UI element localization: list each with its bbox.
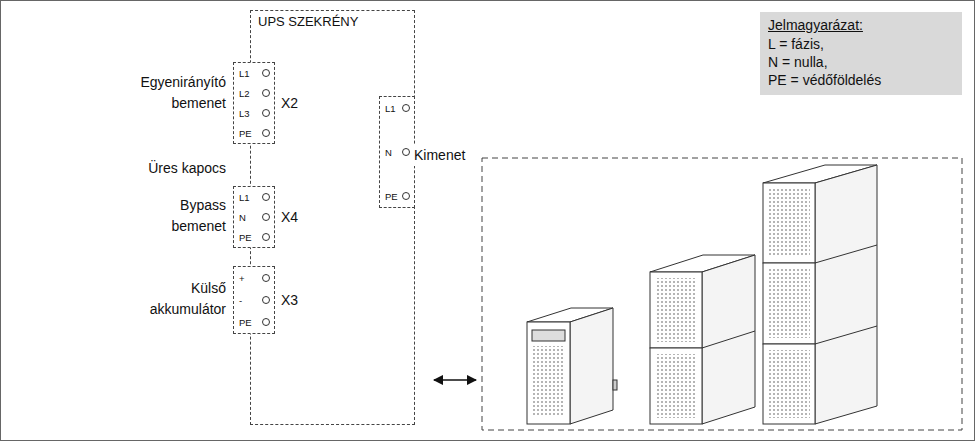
terminal-name: L3 (239, 108, 250, 119)
legend-entry: L = fázis, (768, 35, 954, 53)
terminal-name: PE (239, 128, 252, 139)
legend-entry: PE = védőföldelés (768, 71, 954, 89)
terminal-screw (262, 129, 270, 137)
terminal-label: Üres kapocs (148, 158, 226, 179)
terminal-block-id: X4 (281, 209, 298, 225)
output-label: Kimenet (411, 145, 468, 166)
terminal-screw (262, 296, 270, 304)
terminal-screw (262, 274, 270, 282)
terminal-block: L1L2L3PEX2 (233, 62, 275, 144)
terminal-name: PE (239, 317, 252, 328)
terminal-name: L1 (385, 103, 396, 114)
terminal-row: + (234, 267, 274, 289)
terminal-row: L1 (234, 187, 274, 207)
terminal-row: PE (380, 189, 414, 203)
terminal-name: L2 (239, 88, 250, 99)
terminal-name: N (385, 147, 392, 158)
terminal-name: PE (385, 191, 398, 202)
terminal-screw (402, 148, 410, 156)
terminal-name: PE (239, 232, 252, 243)
input-label: Egyenirányító bemenet (140, 72, 226, 114)
terminal-screw (402, 104, 410, 112)
cabinet-title: UPS SZEKRÉNY (258, 14, 358, 29)
terminal-block: +-PEX3 (233, 266, 275, 334)
terminal-screw (262, 89, 270, 97)
terminal-row: L3 (234, 103, 274, 123)
terminal-screw (262, 69, 270, 77)
terminal-row: PE (234, 227, 274, 247)
ups-tower-double (650, 255, 755, 424)
legend-title: Jelmagyarázat: (768, 16, 954, 34)
legend-entry: N = nulla, (768, 53, 954, 71)
terminal-name: + (239, 273, 245, 284)
ups-tower-single (527, 308, 617, 424)
terminal-name: - (239, 295, 242, 306)
terminal-screw (262, 193, 270, 201)
terminal-name: L1 (239, 68, 250, 79)
terminal-row: L1 (234, 63, 274, 83)
terminal-screw (402, 192, 410, 200)
terminal-block-id: X2 (281, 95, 298, 111)
input-label: Külső akkumulátor (150, 278, 226, 320)
terminal-name: N (239, 212, 246, 223)
terminal-row: - (234, 289, 274, 311)
ups-tower-triple (763, 165, 877, 424)
terminal-row: PE (234, 123, 274, 143)
terminal-row: PE (234, 311, 274, 333)
terminal-block-id: X3 (281, 292, 298, 308)
input-label: Bypass bemenet (172, 195, 226, 237)
terminal-name: L1 (239, 192, 250, 203)
terminal-screw (262, 318, 270, 326)
terminal-row: N (380, 145, 414, 159)
model-frame (482, 158, 962, 430)
output-terminal-block: L1N PE (379, 96, 415, 208)
terminal-screw (262, 109, 270, 117)
terminal-row: N (234, 207, 274, 227)
legend-box: Jelmagyarázat:L = fázis,N = nulla,PE = v… (760, 12, 962, 95)
terminal-row: L1 (380, 101, 414, 115)
terminal-block: L1NPEX4 (233, 186, 275, 248)
double-arrow (434, 379, 476, 381)
terminal-screw (262, 233, 270, 241)
terminal-screw (262, 213, 270, 221)
terminal-row: L2 (234, 83, 274, 103)
